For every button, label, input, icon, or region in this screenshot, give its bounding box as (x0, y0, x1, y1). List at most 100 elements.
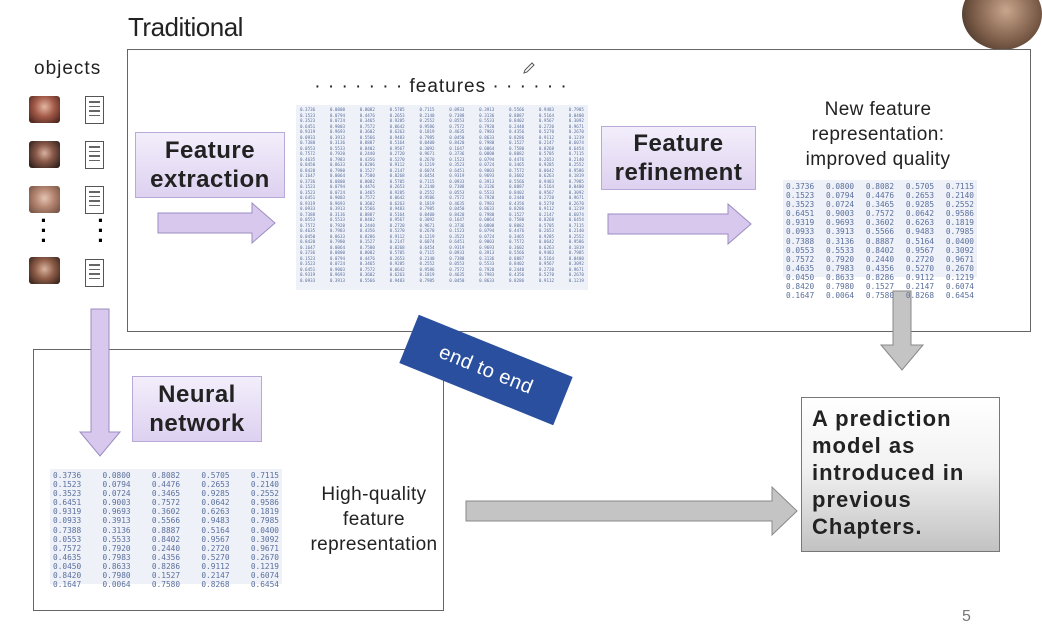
matrix-cell: 0.7115 (568, 151, 584, 156)
matrix-cell: 0.2653 (538, 228, 555, 233)
matrix-cell: 0.7985 (250, 516, 279, 526)
matrix-cell: 0.3092 (568, 189, 584, 195)
matrix-cell: 0.2670 (568, 200, 584, 206)
matrix-cell: 0.5164 (389, 140, 405, 145)
matrix-cell: 0.9693 (479, 173, 495, 178)
matrix-cell: 0.8402 (509, 189, 525, 195)
matrix-cell: 0.3465 (359, 189, 375, 195)
matrix-cell: 0.4476 (359, 184, 375, 189)
matrix-cell: 0.7985 (419, 277, 435, 283)
matrix-cell: 0.8402 (509, 118, 525, 123)
matrix-cell: 0.2140 (419, 184, 435, 189)
matrix-cell: 0.3913 (329, 277, 345, 283)
matrix-cell: 0.3092 (945, 245, 974, 255)
matrix-cell: 0.3602 (359, 129, 375, 134)
matrix-cell: 0.0642 (538, 239, 555, 244)
matrix-cell: 0.2140 (568, 228, 584, 233)
matrix-cell: 0.9693 (479, 244, 495, 250)
matrix-cell: 0.0553 (300, 145, 316, 151)
matrix-cell: 0.1527 (359, 239, 375, 244)
matrix-cell: 0.7580 (359, 244, 375, 250)
matrix-cell: 0.5270 (905, 263, 935, 273)
matrix-cell: 0.7115 (419, 178, 435, 184)
matrix-cell: 0.6451 (786, 209, 815, 219)
matrix-cell: 0.0553 (53, 534, 82, 544)
matrix-cell: 0.8268 (538, 217, 555, 222)
matrix-cell: 0.3465 (359, 118, 375, 123)
matrix-cell: 0.8633 (479, 206, 495, 211)
matrix-cell: 0.3736 (300, 178, 316, 184)
matrix-cell: 0.7115 (568, 222, 584, 228)
matrix-cell: 0.1523 (449, 156, 465, 162)
matrix-cell: 0.6454 (419, 173, 435, 178)
matrix-cell: 0.0724 (102, 489, 131, 499)
matrix-cell: 0.8633 (102, 561, 131, 571)
matrix-cell: 0.5164 (905, 236, 935, 246)
matrix-cell: 0.7980 (479, 140, 495, 145)
matrix-cell: 0.8082 (359, 107, 375, 112)
matrix-cell: 0.9483 (538, 178, 555, 184)
matrix-cell: 0.8082 (359, 178, 375, 184)
matrix-cell: 0.0400 (568, 184, 584, 189)
matrix-cell: 0.5164 (538, 112, 555, 118)
prediction-model-box: A prediction model as introduced in prev… (801, 397, 1000, 552)
matrix-cell: 0.9319 (53, 507, 82, 517)
matrix-cell: 0.0553 (786, 245, 815, 255)
matrix-cell: 0.0450 (300, 162, 316, 167)
matrix-cell: 0.0553 (449, 118, 465, 123)
matrix-cell: 0.3602 (865, 218, 895, 228)
matrix-cell: 0.1219 (568, 277, 584, 283)
matrix-cell: 0.2440 (359, 222, 375, 228)
matrix-cell: 0.0724 (329, 261, 345, 266)
matrix-cell: 0.8420 (300, 167, 316, 173)
matrix-cell: 0.9483 (389, 206, 405, 211)
document-icon (85, 141, 104, 169)
matrix-cell: 0.7388 (449, 184, 465, 189)
matrix-cell: 0.0800 (329, 107, 345, 112)
face-photo-icon (29, 186, 60, 213)
matrix-cell: 0.0794 (329, 112, 345, 118)
matrix-cell: 0.3136 (479, 184, 495, 189)
matrix-cell: 0.7983 (329, 228, 345, 233)
matrix-cell: 0.5566 (509, 178, 525, 184)
matrix-cell: 0.2720 (201, 543, 230, 553)
matrix-cell: 0.9112 (538, 134, 555, 140)
matrix-cell: 0.4476 (359, 112, 375, 118)
matrix-cell: 0.7580 (865, 291, 895, 301)
matrix-cell: 0.7985 (945, 227, 974, 237)
matrix-cell: 0.2720 (538, 266, 555, 272)
matrix-cell: 0.9003 (329, 123, 345, 129)
matrix-cell: 0.6263 (389, 129, 405, 134)
matrix-cell: 0.3913 (479, 107, 495, 112)
matrix-cell: 0.8887 (359, 140, 375, 145)
face-photo-icon (29, 257, 60, 284)
matrix-cell: 0.9319 (300, 272, 316, 277)
matrix-cell: 0.2653 (389, 255, 405, 261)
matrix-cell: 0.3913 (825, 227, 855, 237)
matrix-cell: 0.5533 (479, 118, 495, 123)
matrix-cell: 0.8082 (151, 471, 181, 480)
matrix-cell: 0.2720 (905, 254, 935, 264)
matrix-cell: 0.7115 (419, 250, 435, 255)
matrix-cell: 0.6451 (449, 239, 465, 244)
matrix-cell: 0.8286 (151, 561, 181, 571)
matrix-cell: 0.9671 (250, 543, 279, 553)
matrix-cell: 0.7580 (509, 145, 525, 151)
matrix-cell: 0.7983 (825, 263, 855, 273)
matrix-cell: 0.9483 (201, 516, 230, 526)
matrix-cell: 0.1219 (568, 206, 584, 211)
matrix-cell: 0.8268 (538, 145, 555, 151)
matrix-cell: 0.1527 (151, 571, 181, 581)
